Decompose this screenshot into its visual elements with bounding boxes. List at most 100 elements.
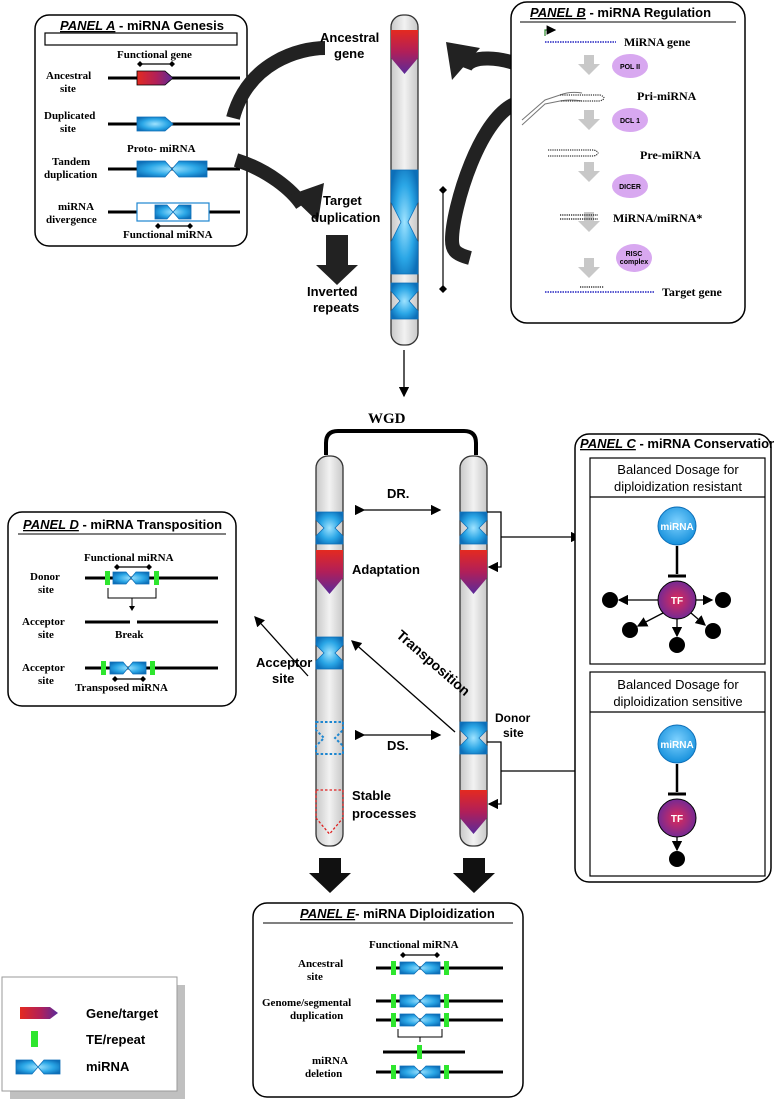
dcl1-enzyme: [612, 108, 648, 132]
right-gene: [460, 550, 487, 594]
te-right-acceptor: [150, 661, 155, 675]
legend-gene-label: Gene/target: [86, 1006, 159, 1021]
duplex-label: MiRNA/miRNA*: [613, 211, 702, 225]
right-regulation-arrow-2: [487, 741, 502, 810]
transposed-mirna-label: Transposed miRNA: [75, 682, 168, 694]
down-arrow-left: [309, 858, 351, 893]
pol-ii-enzyme: [612, 54, 648, 78]
legend-gene-icon: [20, 1007, 58, 1019]
functional-mirna-label-d: Functional miRNA: [84, 552, 174, 564]
te-right-donor: [154, 571, 159, 585]
transposed-mirna-shape: [109, 661, 147, 675]
adaptation-label: Adaptation: [352, 562, 420, 577]
pri-mirna-label: Pri-miRNA: [637, 89, 697, 103]
mirna-gene-label: MiRNA gene: [624, 35, 691, 49]
panel-c-title: PANEL C - miRNA Conservation: [580, 436, 774, 451]
excision-arrowhead: [129, 606, 135, 611]
e-row2b-te-left: [391, 1013, 396, 1027]
donor-mirna: [112, 571, 150, 585]
gene-shape: [136, 70, 174, 86]
legend-te-label: TE/repeat: [86, 1032, 146, 1047]
break-label: Break: [115, 629, 144, 641]
target-gene-label: Target gene: [662, 285, 723, 299]
transcription-start-arrow: [544, 25, 557, 36]
pol-ii-label: POL II: [620, 64, 640, 71]
right-gene-bottom: [460, 790, 487, 834]
te-left-acceptor: [101, 661, 106, 675]
duplex-shape: [560, 214, 598, 220]
right-ds-mirna: [459, 721, 488, 755]
down-arrow-right: [453, 858, 495, 893]
functional-mirna-label-a: Functional miRNA: [123, 229, 213, 241]
curved-arrow-panel-b-head: [446, 42, 480, 80]
mirna-node-2-label: miRNA: [660, 740, 693, 751]
risc-enzyme: [616, 244, 652, 272]
pre-mirna-label: Pre-miRNA: [640, 148, 701, 162]
panel-d-box: [7, 511, 237, 707]
left-gene: [316, 550, 343, 594]
dicer-label: DICER: [619, 184, 641, 191]
panel-d-title: PANEL D - miRNA Transposition: [23, 517, 222, 532]
e-row2a-te-right: [444, 994, 449, 1008]
e-row2b-mirna: [399, 1013, 441, 1027]
duplicated-gene-shape: [136, 116, 174, 132]
legend-mirna-label: miRNA: [86, 1059, 130, 1074]
mirna-node-2: [657, 724, 697, 764]
processing-arrows: [578, 55, 600, 278]
panel-e-title: PANEL E- miRNA Diploidization: [300, 906, 495, 921]
tf-target-2: [669, 851, 685, 867]
e-row2a-te-left: [391, 994, 396, 1008]
bracket-diamonds-d2: [112, 676, 146, 682]
dcl1-label: DCL 1: [620, 118, 640, 125]
chrom-inverted-repeats: [390, 282, 419, 320]
e-row2a-mirna: [399, 994, 441, 1008]
e-deletion-bracket: [397, 1029, 443, 1042]
e-row2b-te-right: [444, 1013, 449, 1027]
functional-mirna-shape: [154, 204, 192, 220]
curved-arrow-panel-b-lower: [444, 95, 523, 265]
pre-mirna-hairpin: [548, 149, 599, 157]
chrom-gene-shape: [391, 30, 418, 74]
pri-mirna-stem: [560, 94, 605, 102]
proto-mirna-shape: [136, 160, 208, 178]
panel-a-title-underline: [44, 32, 238, 46]
transposition-arrow: [351, 640, 456, 733]
arrow-to-panel-d: [254, 616, 309, 677]
e-row1-te-right: [444, 961, 449, 975]
mirna-node-1-label: miRNA: [660, 522, 693, 533]
e-row3b-te-right: [444, 1065, 449, 1079]
tf-target-edges-1: [617, 594, 714, 638]
tf-targets-1: [602, 592, 731, 653]
curved-arrow-ancestral: [226, 41, 326, 121]
e-row3a-te: [417, 1045, 422, 1059]
panel-a-title: PANEL A - miRNA Genesis: [60, 18, 224, 33]
functional-mirna-label-e: Functional miRNA: [369, 939, 459, 951]
panel-b-box: [510, 1, 746, 324]
ds-label: DS.: [387, 738, 409, 753]
wgd-bracket: [324, 429, 478, 455]
tf-node-2-label: TF: [671, 814, 683, 825]
tf-node-1-label: TF: [671, 596, 683, 607]
e-row1-mirna: [399, 961, 441, 975]
left-transposed-mirna: [315, 636, 344, 670]
mirna-node-1: [657, 506, 697, 546]
